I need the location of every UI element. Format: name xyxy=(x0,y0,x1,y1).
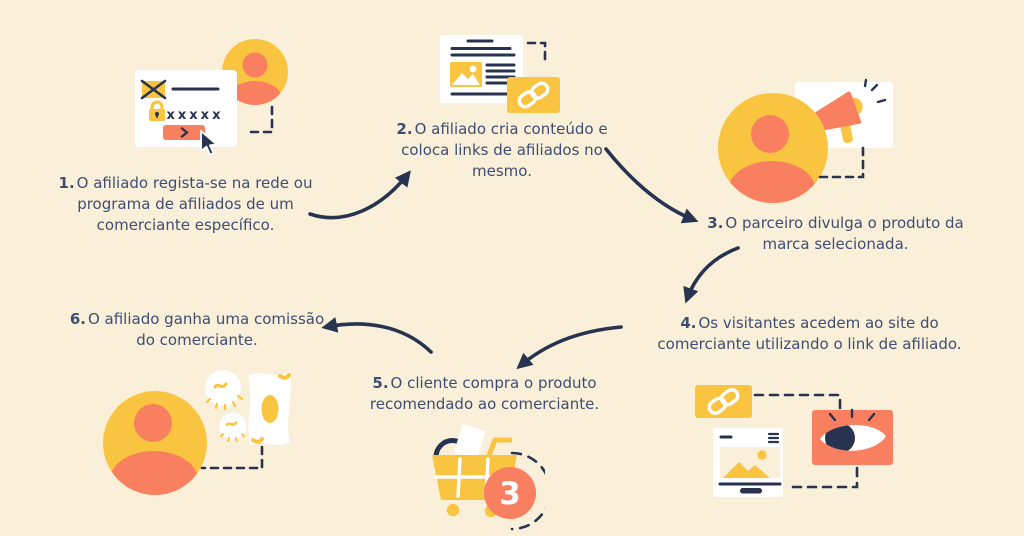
image-placeholder-icon xyxy=(720,447,780,478)
eye-card xyxy=(812,408,893,465)
eye-icon xyxy=(820,425,886,451)
step-1-caption: 1.O afiliado regista-se na rede ou progr… xyxy=(58,173,313,236)
megaphone-rays xyxy=(863,78,887,104)
visit-illustration xyxy=(695,385,893,497)
avatar-shoulders xyxy=(228,81,282,105)
commission-illustration xyxy=(103,370,291,495)
megaphone-icon xyxy=(808,91,863,144)
dashed-connector xyxy=(200,445,264,470)
step-label: O afiliado regista-se na rede ou program… xyxy=(76,174,313,234)
step-number: 4. xyxy=(680,314,697,332)
dashed-connector xyxy=(815,146,865,179)
arrow-2-3 xyxy=(604,147,699,224)
content-illustration xyxy=(440,35,560,113)
step-label: O parceiro divulga o produto da marca se… xyxy=(725,214,964,253)
cart-illustration: 3 xyxy=(432,424,545,531)
document-card xyxy=(440,35,523,103)
step-4-caption: 4.Os visitantes acedem ao site do comerc… xyxy=(652,313,967,355)
link-icon xyxy=(707,388,740,415)
paper-icon xyxy=(454,424,486,460)
avatar xyxy=(222,39,288,105)
step-number: 5. xyxy=(372,374,389,392)
submit-button xyxy=(163,125,205,140)
hamburger-icon xyxy=(767,432,780,444)
step-label: Os visitantes acedem ao site do comercia… xyxy=(657,314,962,353)
avatar-shoulders xyxy=(110,451,198,495)
avatar-shoulders xyxy=(728,161,816,203)
login-card: xxxxx xyxy=(135,70,237,156)
step-3-caption: 3.O parceiro divulga o produto da marca … xyxy=(698,213,973,255)
dashed-connector xyxy=(790,466,859,489)
avatar-head xyxy=(134,404,172,442)
step-label: O cliente compra o produto recomendado a… xyxy=(369,374,600,413)
eye-rays xyxy=(828,408,876,422)
dashed-circle xyxy=(510,451,545,531)
arrow-4-5 xyxy=(516,325,623,370)
banknote-icon xyxy=(248,372,291,446)
dashed-connector xyxy=(245,105,274,134)
step-2-caption: 2.O afiliado cria conteúdo e coloca link… xyxy=(392,119,612,182)
link-card xyxy=(695,385,752,418)
step-number: 3. xyxy=(707,214,724,232)
avatar xyxy=(103,391,207,495)
browser-window xyxy=(713,428,783,497)
cursor-icon xyxy=(200,130,218,156)
signup-illustration: xxxxx xyxy=(135,39,288,156)
step-label: O afiliado ganha uma comissão do comerci… xyxy=(87,310,325,349)
arrow-5-6 xyxy=(321,317,433,354)
dashed-connector xyxy=(753,393,842,412)
step-label: O afiliado cria conteúdo e coloca links … xyxy=(401,120,608,180)
badge-count: 3 xyxy=(499,476,521,512)
image-placeholder-icon xyxy=(450,62,482,87)
arrow-3-4 xyxy=(683,246,740,304)
cart-wheel xyxy=(446,503,460,517)
cart-badge: 3 xyxy=(484,467,536,519)
password-text: xxxxx xyxy=(167,108,224,123)
avatar-head xyxy=(242,52,268,78)
avatar xyxy=(718,93,828,203)
link-icon xyxy=(517,81,550,109)
link-card xyxy=(507,77,560,113)
envelope-icon xyxy=(140,79,167,100)
step-6-caption: 6.O afiliado ganha uma comissão do comer… xyxy=(62,309,332,351)
step-5-caption: 5.O cliente compra o produto recomendado… xyxy=(322,373,647,415)
dashed-connector xyxy=(526,41,547,62)
lock-icon xyxy=(149,100,165,121)
step-number: 2. xyxy=(396,120,413,138)
avatar-head xyxy=(751,115,789,153)
coin-icon xyxy=(205,370,244,411)
step-number: 6. xyxy=(69,310,86,328)
coin-icon xyxy=(219,412,247,442)
promote-illustration xyxy=(718,78,893,203)
step-number: 1. xyxy=(58,174,75,192)
